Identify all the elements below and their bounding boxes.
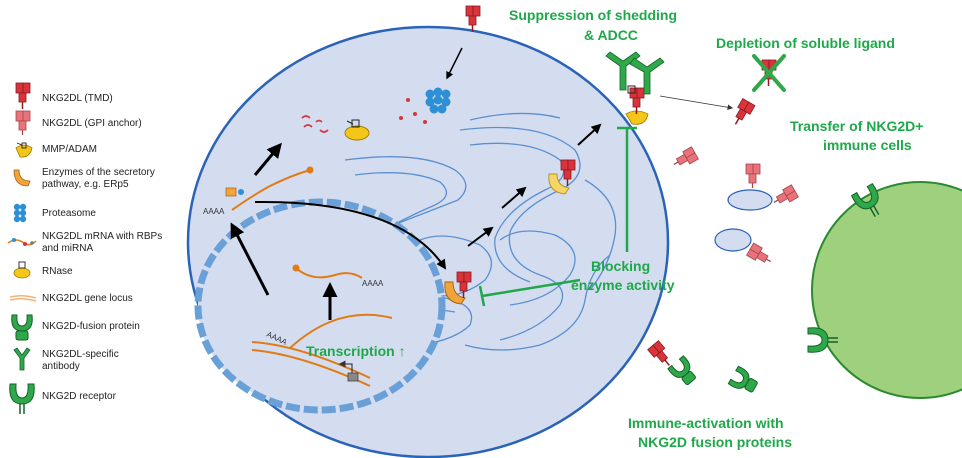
arrow-er-to-golgi: [467, 226, 494, 247]
poly-a-nuclear: AAAA: [362, 279, 384, 288]
legend-label-tmd: NKG2DL (TMD): [42, 93, 113, 104]
exosome-2: [714, 228, 752, 252]
membrane-ligand-fusion: [646, 339, 676, 371]
cytoplasmic-mrna-cap: [306, 166, 314, 174]
gpi-ligand-membrane: [670, 146, 699, 172]
legend-label-antibody-1: NKG2DL-specific: [42, 349, 119, 360]
label-depletion: Depletion of soluble ligand: [716, 35, 895, 51]
cytoplasmic-mrna: [231, 169, 311, 211]
legend-label-gpi: NKG2DL (GPI anchor): [42, 118, 142, 129]
legend: NKG2DL (TMD) NKG2DL (GPI anchor) MMP/ADA…: [7, 82, 162, 415]
label-transfer-line1: Transfer of NKG2D+: [790, 118, 923, 134]
arrow-to-membrane: [577, 123, 602, 146]
exosome-1-ligand-top: [745, 163, 761, 189]
nkg2dl-tmd-icon: [15, 82, 31, 110]
legend-label-antibody-2: antibody: [42, 361, 80, 372]
proteasome: [425, 87, 451, 114]
blocking-inhibition-lines: [478, 126, 637, 307]
fusion-protein-bound: [667, 355, 701, 389]
gene-locus-icon: [9, 294, 37, 302]
receptor-icon: [9, 383, 35, 415]
exosome-1-ligand-right: [770, 184, 799, 210]
soluble-ligand-released: [729, 97, 756, 129]
mmp-adam-icon: [15, 142, 33, 158]
er-ligand-enzyme: [444, 271, 472, 305]
ligand-outside-top: [465, 5, 481, 33]
label-suppression-line2: & ADCC: [584, 27, 638, 43]
label-suppression-line1: Suppression of shedding: [509, 7, 677, 23]
legend-label-proteasome: Proteasome: [42, 208, 96, 219]
poly-a-cytoplasm: AAAA: [203, 207, 225, 216]
legend-label-mmp: MMP/ADAM: [42, 144, 97, 155]
label-transfer-line2: immune cells: [823, 137, 912, 153]
label-immune-activation-line2: NKG2D fusion proteins: [638, 434, 792, 450]
mrna-rbp-complex: [225, 187, 237, 197]
nuclear-mrna: [295, 267, 363, 279]
legend-label-secretory-1: Enzymes of the secretory: [42, 167, 155, 178]
nucleus: [194, 198, 446, 414]
legend-label-gene-locus: NKG2DL gene locus: [42, 293, 133, 304]
legend-label-mrna-2: and miRNA: [42, 243, 93, 254]
membrane-ligand-shedding: [625, 85, 649, 125]
label-immune-activation-line1: Immune-activation with: [628, 415, 784, 431]
exosome-1: [727, 189, 773, 211]
arrow-to-proteasome: [446, 47, 463, 80]
label-blocking-line1: Blocking: [591, 258, 650, 274]
depletion-cross-icon: [752, 54, 786, 92]
arrow-nuclear-export: [230, 222, 270, 296]
transcription-start-arrow: [338, 360, 353, 373]
rnase-enzyme: [344, 119, 370, 141]
label-blocking-line2: enzyme activity: [571, 277, 675, 293]
degraded-mrna: [301, 115, 329, 133]
rnase-icon: [13, 261, 31, 279]
legend-label-mrna-1: NKG2DL mRNA with RBPs: [42, 231, 162, 242]
secretory-enzyme-icon: [13, 169, 31, 187]
arrow-mrna-to-er: [254, 200, 447, 270]
arrow-mrna-degradation: [253, 142, 282, 176]
immune-cell: [811, 181, 962, 399]
degraded-peptides: [399, 98, 427, 124]
legend-label-receptor: NKG2D receptor: [42, 391, 117, 402]
arrow-golgi-step: [501, 186, 527, 209]
promoter-box: [347, 372, 359, 382]
fusion-protein-icon: [11, 314, 33, 341]
nuclear-mrna-cap: [292, 264, 300, 272]
legend-label-secretory-2: pathway, e.g. ERp5: [42, 179, 129, 190]
golgi-ligand-enzyme: [548, 159, 576, 195]
mrna-rbp-icon: [7, 238, 37, 246]
fusion-protein-free: [727, 365, 761, 397]
arrow-release-soluble: [659, 95, 734, 111]
proteasome-icon: [13, 203, 27, 223]
label-transcription: Transcription ↑: [306, 343, 406, 359]
exosome-2-ligand: [746, 242, 775, 268]
legend-label-fusion: NKG2D-fusion protein: [42, 321, 140, 332]
nkg2dl-gpi-icon: [15, 110, 31, 136]
legend-label-rnase: RNase: [42, 266, 73, 277]
antibody-icon: [13, 347, 31, 371]
mrna-mirna: [238, 189, 244, 195]
antibodies-suppression: [605, 51, 665, 95]
